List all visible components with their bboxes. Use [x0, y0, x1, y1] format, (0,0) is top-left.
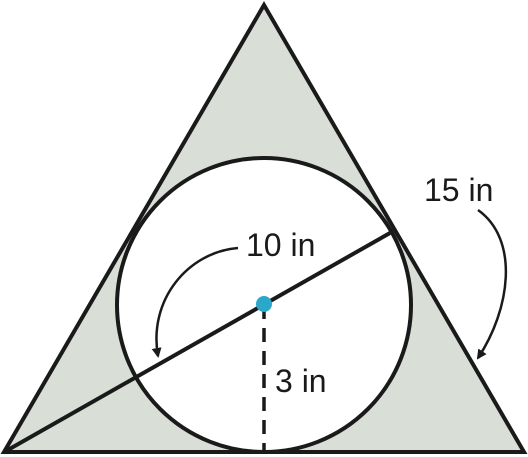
radius-label: 3 in [275, 363, 327, 399]
center-point [256, 296, 272, 312]
side-label-arrow [476, 208, 507, 360]
side-label: 15 in [424, 172, 493, 208]
segment-label-arrow [151, 246, 239, 358]
segment-label: 10 in [246, 227, 315, 263]
diagonal-segment [5, 231, 391, 453]
